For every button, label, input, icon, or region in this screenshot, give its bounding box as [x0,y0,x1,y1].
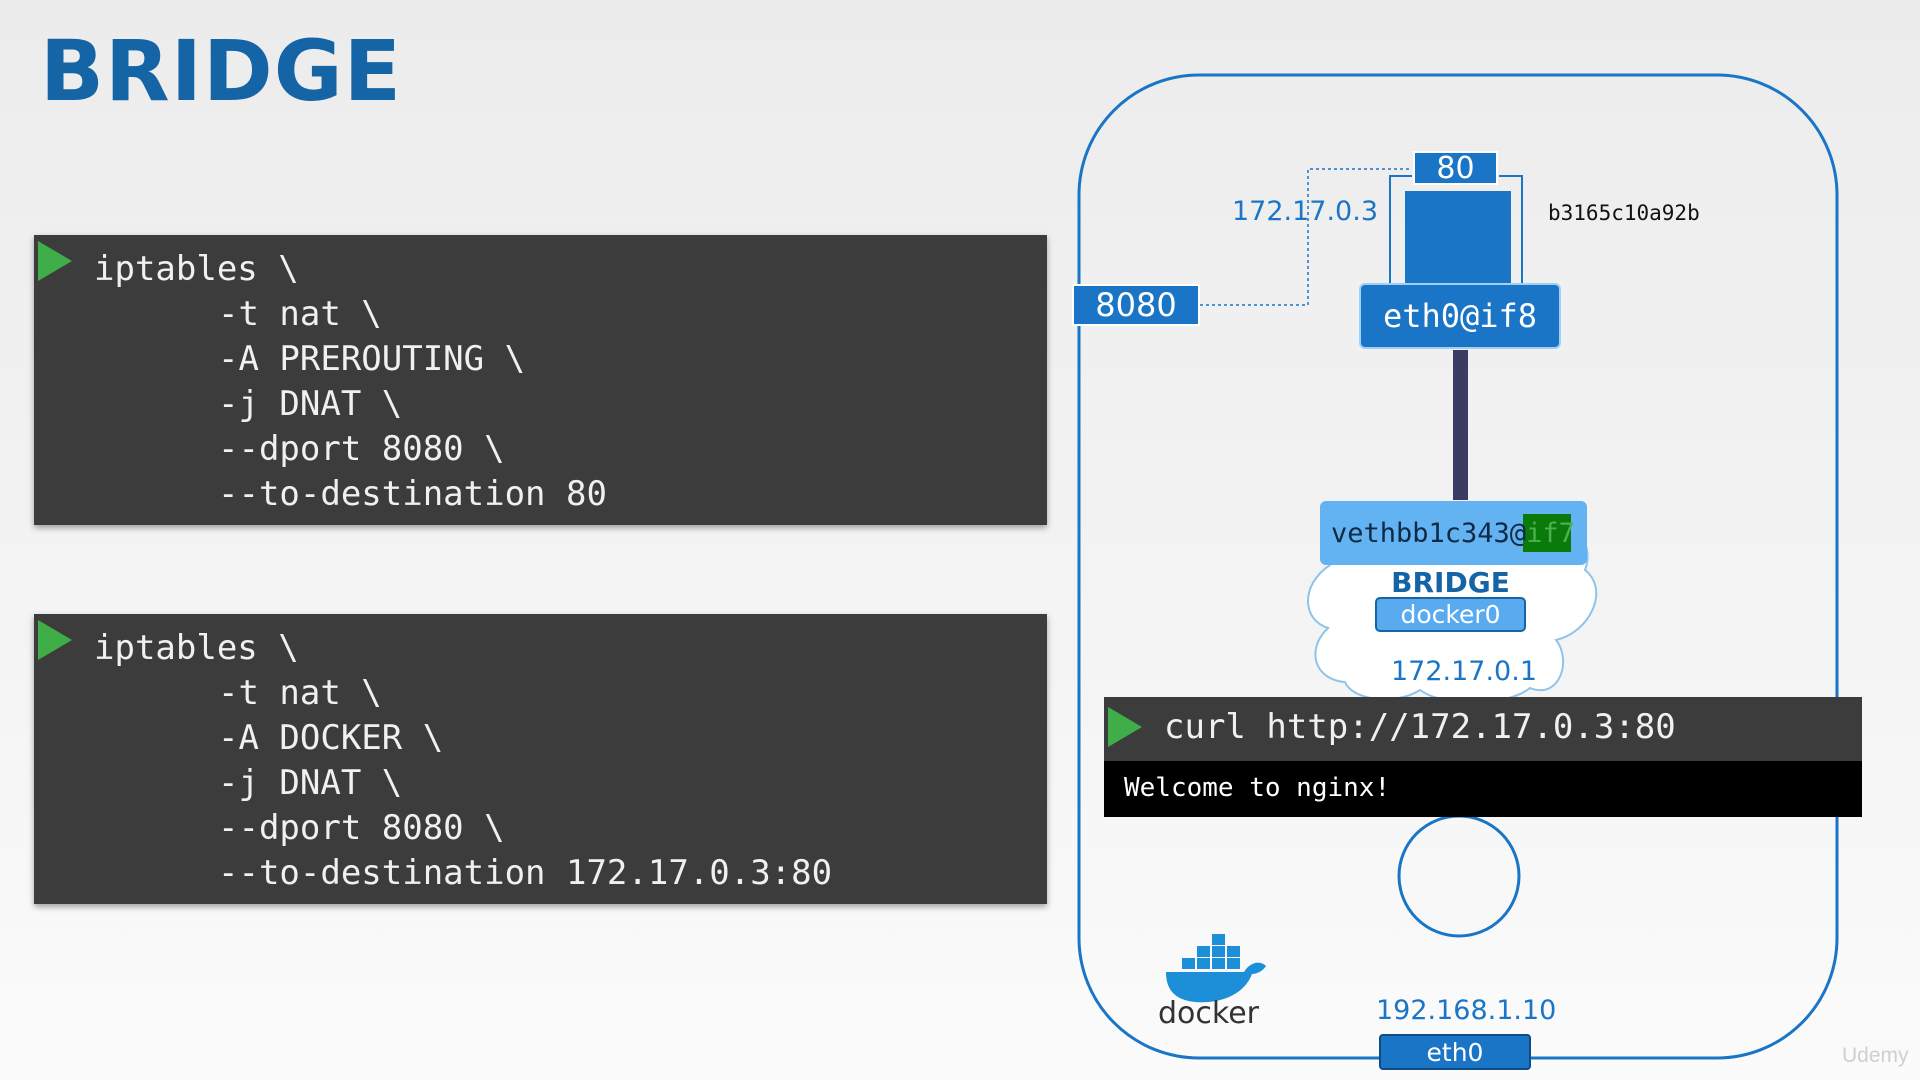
watermark: Udemy [1842,1044,1909,1067]
curl-output-bar: Welcome to nginx! [1104,761,1862,817]
container-bracket [1499,175,1523,283]
container-port-label: 80 [1413,151,1498,186]
docker0-label: docker0 [1400,600,1501,629]
veth-link [1453,350,1468,500]
eth0-label: eth0 [1426,1037,1484,1067]
host-circle [1397,814,1521,938]
port-mapping-line [1200,168,1412,306]
command-line: --to-destination 172.17.0.3:80 [218,853,833,893]
container-box [1405,191,1511,283]
command-line: -t nat \ [218,294,382,334]
bridge-label: BRIDGE [1391,565,1510,599]
terminal-docker-chain: iptables \ -t nat \ -A DOCKER \ -j DNAT … [34,614,1047,904]
curl-output: Welcome to nginx! [1124,773,1391,803]
bridge-ip-label: 172.17.0.1 [1391,656,1537,687]
command-line: -t nat \ [218,673,382,713]
veth-interface-suffix: if7 [1526,518,1575,549]
container-bracket [1389,175,1412,283]
host-ip-label: 192.168.1.10 [1376,995,1557,1026]
terminal-prerouting: iptables \ -t nat \ -A PREROUTING \ -j D… [34,235,1047,525]
curl-terminal: curl http://172.17.0.3:80 Welcome to ngi… [1104,697,1862,817]
command-line: iptables \ [94,628,299,668]
command-line: iptables \ [94,249,299,289]
play-icon [38,241,72,281]
command-line: --dport 8080 \ [218,429,505,469]
container-id-label: b3165c10a92b [1548,201,1700,225]
host-port-label: 8080 [1072,284,1200,326]
veth-highlight [1523,514,1571,552]
play-icon [38,620,72,660]
page-title: BRIDGE [40,22,403,120]
command-line: -j DNAT \ [218,763,403,803]
curl-command-bar: curl http://172.17.0.3:80 [1104,697,1862,761]
command-line: --dport 8080 \ [218,808,505,848]
container-interface-box: eth0@if8 [1359,283,1561,349]
play-icon [1108,707,1142,747]
command-line: -A PREROUTING \ [218,339,526,379]
container-ip-label: 172.17.0.3 [1232,196,1378,227]
veth-interface-prefix: vethbb1c343@ [1331,518,1527,549]
command-line: -j DNAT \ [218,384,403,424]
veth-interface-box [1320,501,1587,565]
docker-whale-icon [1166,934,1266,1003]
command-line: --to-destination 80 [218,474,607,514]
docker-logo-text: docker [1158,996,1259,1031]
eth0-box [1379,1034,1531,1070]
veth-interface-label: vethbb1c343@if7 [1331,518,1575,549]
curl-command: curl http://172.17.0.3:80 [1164,707,1676,747]
command-line: -A DOCKER \ [218,718,444,758]
docker0-box [1375,597,1526,632]
